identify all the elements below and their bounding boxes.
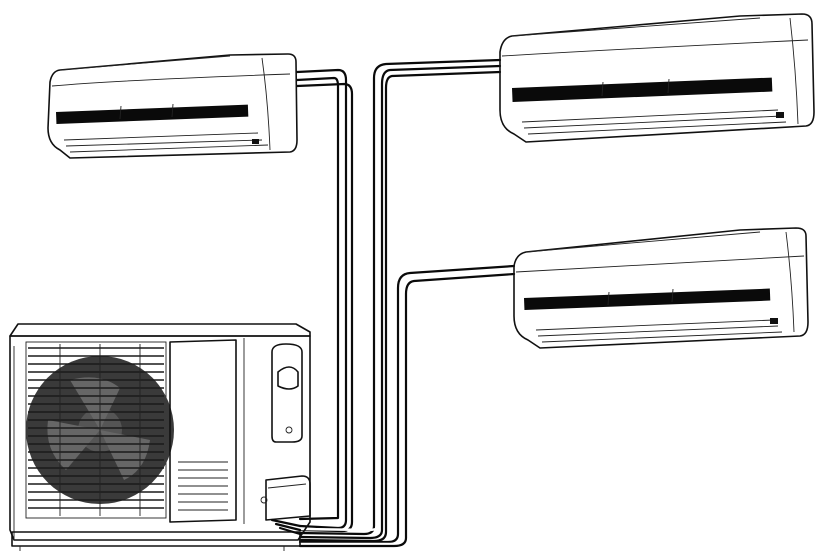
- pipe-indoor-unit-2: [298, 58, 502, 543]
- refrigerant-pipes: [295, 58, 516, 548]
- indoor-unit-1: [47, 53, 298, 159]
- indoor-unit-3: [513, 227, 809, 349]
- pipe-indoor-unit-1: [295, 68, 354, 533]
- fan-grille: [25, 341, 174, 519]
- pipe-indoor-unit-3: [298, 264, 516, 548]
- indoor-unit-2: [499, 13, 815, 143]
- side-louvers: [178, 461, 228, 511]
- outdoor-unit: [9, 323, 311, 551]
